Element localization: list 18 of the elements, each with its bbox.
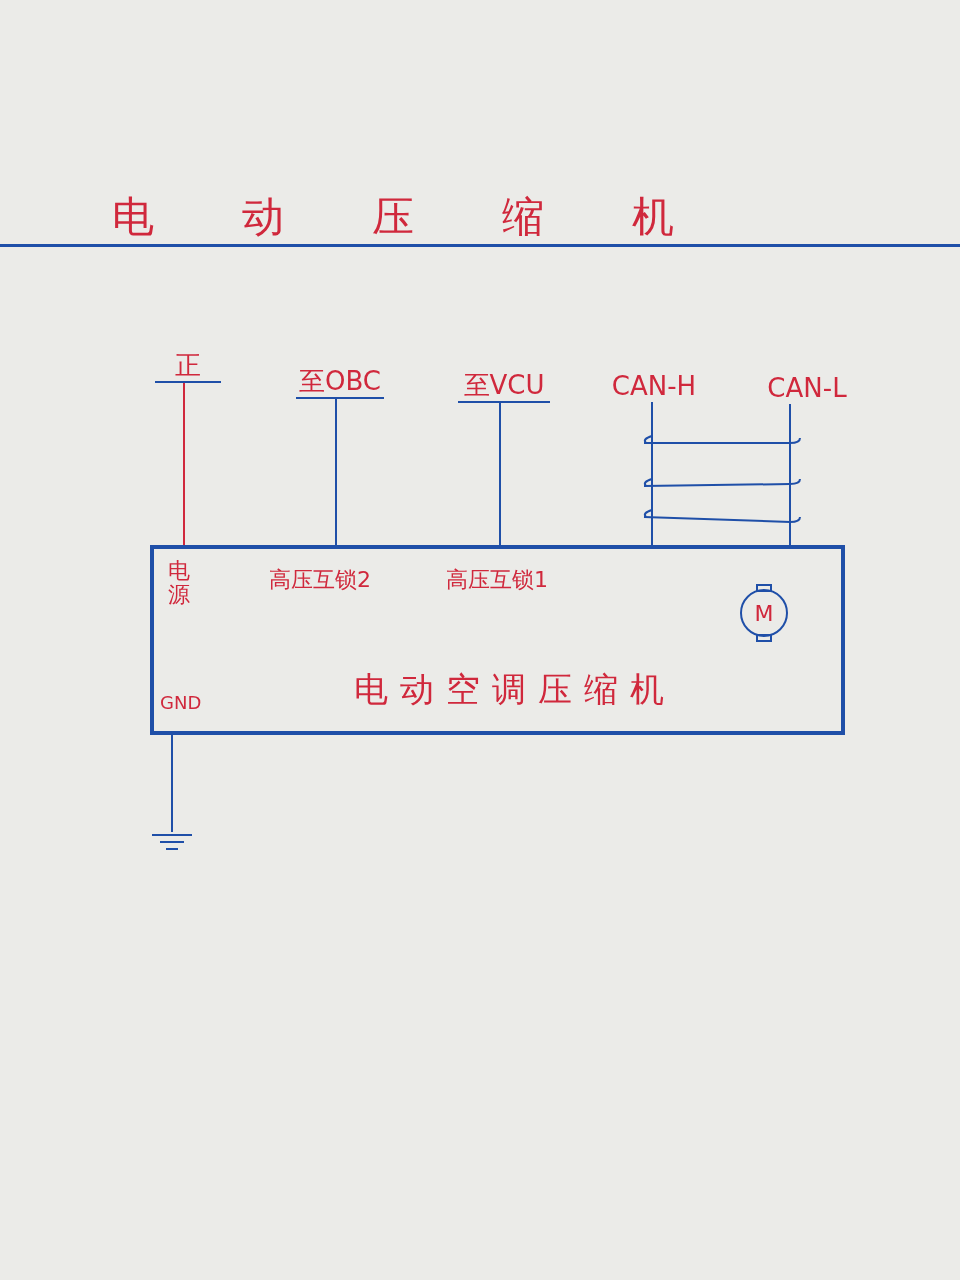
pin-label: GND xyxy=(160,691,202,715)
pin-label: 高压互锁2 xyxy=(269,566,371,594)
wire xyxy=(789,403,791,546)
title: 电动压缩机 xyxy=(112,196,762,238)
signal-label: CAN-L xyxy=(760,372,854,404)
wire xyxy=(499,402,501,546)
terminal-label: 至VCU xyxy=(458,366,550,403)
wire xyxy=(335,398,337,546)
wire xyxy=(183,382,185,546)
pin-label: 高压互锁1 xyxy=(446,566,548,594)
terminal-label: 正 xyxy=(155,350,221,383)
terminal-label: 至OBC xyxy=(296,364,384,399)
signal-label: CAN-H xyxy=(606,370,702,402)
wire xyxy=(651,401,653,546)
pin-label: 电源 xyxy=(168,559,190,608)
wire xyxy=(171,734,173,833)
component-name: 电动空调压缩机 xyxy=(354,668,676,711)
compressor-box xyxy=(150,545,845,735)
